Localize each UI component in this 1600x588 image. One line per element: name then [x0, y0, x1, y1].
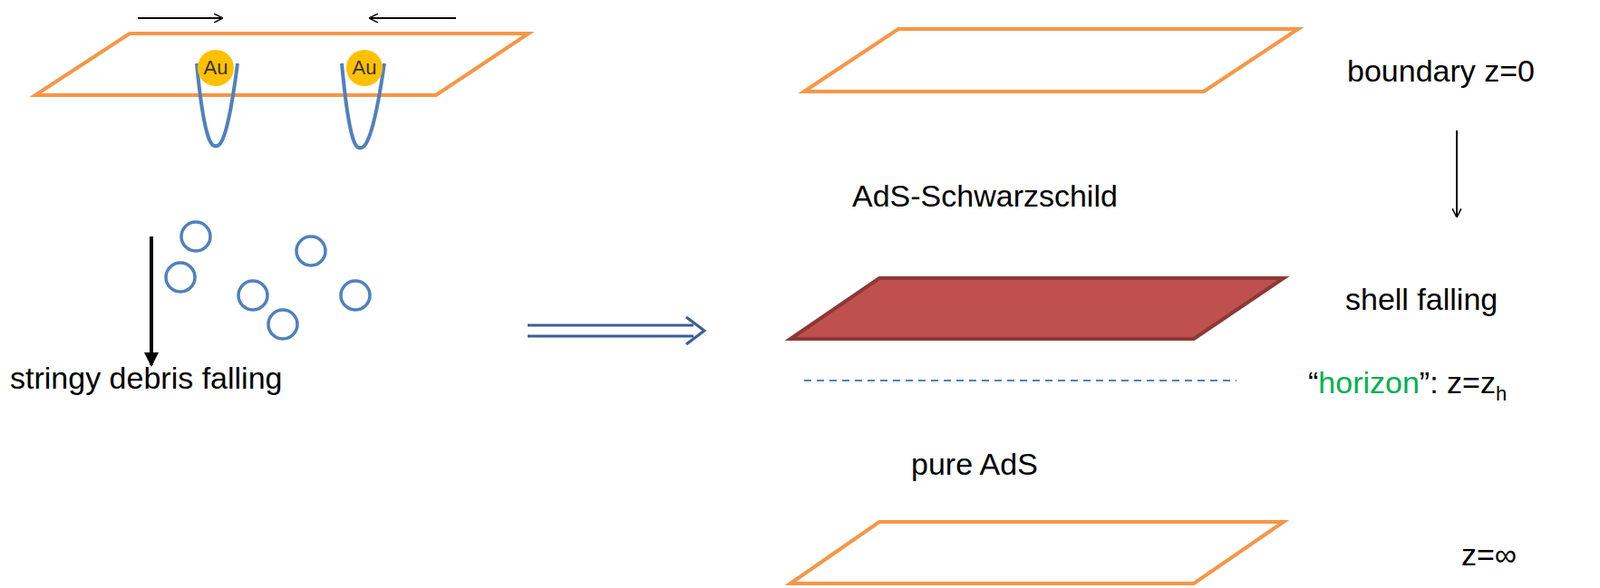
motion-arrow	[137, 17, 223, 20]
horizon-line	[804, 379, 1237, 382]
shell	[790, 278, 1284, 340]
horizon-label: “horizon”: z=zh	[1308, 366, 1507, 400]
boundary-plane	[804, 29, 1299, 92]
gold-nucleus: Au	[197, 49, 234, 87]
horizon-label-part: horizon	[1318, 365, 1420, 400]
brane-plane	[35, 33, 529, 96]
region-label: pure AdS	[911, 447, 1038, 482]
debris	[165, 222, 370, 340]
gold-nucleus: Au	[346, 49, 383, 87]
falling-arrow	[149, 236, 154, 366]
caption-text: stringy debris falling	[9, 361, 282, 396]
boundary-label: boundary z=0	[1347, 54, 1535, 88]
region-label-part: pure AdS	[911, 446, 1038, 482]
horizon-label-part: “	[1308, 365, 1319, 400]
motion-arrow	[369, 17, 456, 20]
implies-arrow	[527, 317, 705, 345]
bulk-end-plane	[790, 522, 1284, 584]
falling-arrow	[1455, 130, 1458, 217]
node-label: Au	[203, 56, 229, 80]
region-label-part: AdS-Schwarzschild	[852, 178, 1118, 214]
horizon-label-part: h	[1495, 382, 1507, 406]
bulk-end-label: z=∞	[1461, 538, 1517, 573]
region-label: AdS-Schwarzschild	[852, 179, 1118, 214]
horizon-label-part: ”: z=z	[1419, 365, 1496, 400]
shell-label-part: shell falling	[1345, 281, 1498, 317]
node-label: Au	[352, 56, 378, 80]
boundary-label-part: boundary z=0	[1347, 53, 1535, 88]
caption-text-part: stringy debris falling	[9, 360, 282, 396]
bulk-end-label-part: z=∞	[1461, 537, 1517, 573]
shell-label: shell falling	[1345, 282, 1498, 317]
